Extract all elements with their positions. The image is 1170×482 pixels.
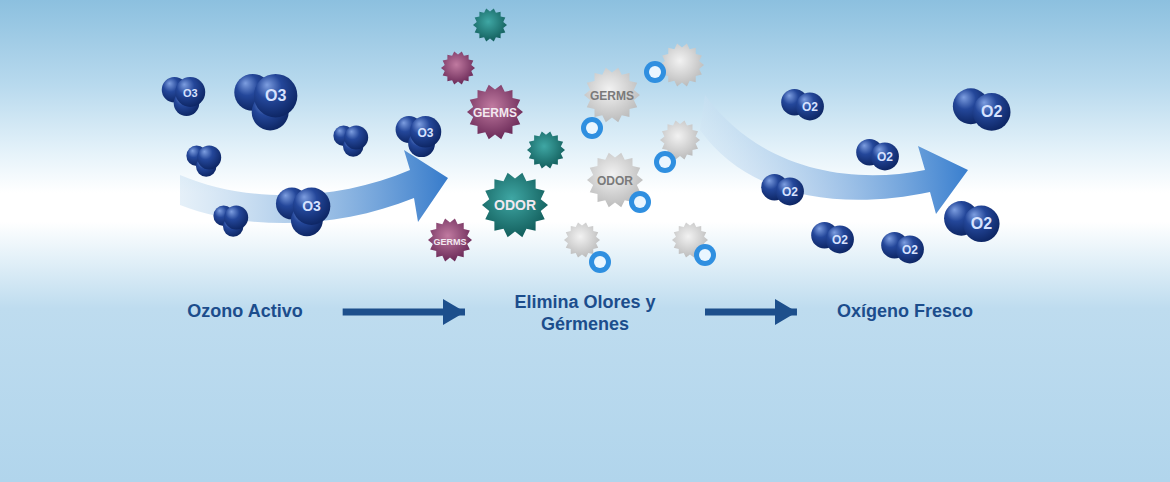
molecule-label: O2 — [832, 230, 848, 248]
molecule-label: GERMS — [433, 231, 466, 249]
germ-particle — [473, 8, 507, 41]
step-text: Elimina Olores y Gérmenes — [505, 291, 665, 335]
ozone-molecule — [333, 126, 368, 157]
molecule-label: O3 — [265, 87, 286, 105]
radical-core — [659, 156, 671, 168]
oxygen-atom — [776, 177, 804, 205]
molecule-text: ODOR — [494, 197, 536, 213]
ozone-molecule — [234, 74, 297, 131]
radical-ring — [644, 61, 666, 83]
oxygen-atom — [973, 93, 1011, 131]
molecule-label: O3 — [417, 123, 433, 141]
molecule-text: GERMS — [433, 237, 466, 247]
oxygen-atom — [871, 142, 899, 170]
molecule-text: O2 — [832, 233, 848, 247]
oxygen-atom — [796, 92, 824, 120]
molecule-text: O2 — [971, 215, 992, 232]
oxygen-molecule — [953, 88, 1011, 131]
oxygen-radical — [629, 191, 651, 213]
germ-particle — [441, 51, 475, 84]
oxygen-atom — [896, 235, 924, 263]
molecule-label: O2 — [802, 97, 818, 115]
molecule-text: O3 — [302, 198, 321, 214]
oxygen-molecule — [856, 139, 899, 171]
oxygen-radical — [581, 117, 603, 139]
step-label: Oxígeno Fresco — [797, 296, 1013, 326]
germ-particle — [584, 68, 640, 123]
germ-particle — [527, 131, 565, 168]
molecule-label: O2 — [971, 215, 992, 233]
oxygen-radical — [654, 151, 676, 173]
radical-ring — [629, 191, 651, 213]
molecule-label: ODOR — [494, 196, 536, 214]
molecule-text: O3 — [183, 87, 198, 99]
oxygen-molecule — [881, 232, 924, 264]
germ-particle — [564, 222, 600, 257]
germ-particle — [660, 44, 704, 87]
radical-core — [586, 122, 598, 134]
molecule-text: O3 — [417, 126, 433, 140]
molecule-label: GERMS — [590, 86, 634, 104]
radical-ring — [581, 117, 603, 139]
molecule-text: ODOR — [597, 174, 633, 188]
oxygen-molecule — [761, 174, 804, 206]
oxygen-radical — [644, 61, 666, 83]
molecule-text: O2 — [981, 103, 1002, 120]
ozone-molecule — [162, 77, 206, 116]
molecule-text: O3 — [265, 87, 286, 104]
molecule-label: ODOR — [597, 171, 633, 189]
radical-ring — [694, 244, 716, 266]
molecule-text: O2 — [902, 243, 918, 257]
oxygen-atom — [175, 77, 205, 107]
molecule-label: O2 — [981, 103, 1002, 121]
radical-core — [699, 249, 711, 261]
flow-arrow — [705, 309, 797, 316]
oxygen-molecule — [811, 222, 854, 254]
radical-core — [594, 256, 606, 268]
ozone-molecule — [213, 206, 248, 237]
molecule-label: O2 — [902, 240, 918, 258]
step-label: Elimina Olores y Gérmenes — [465, 287, 705, 339]
molecule-label: O3 — [183, 83, 198, 101]
radical-core — [634, 196, 646, 208]
molecule-label: GERMS — [473, 103, 517, 121]
germ-particle — [428, 219, 472, 262]
oxygen-atom — [410, 116, 442, 148]
step-text: Ozono Activo — [187, 300, 302, 322]
oxygen-radical — [694, 244, 716, 266]
germ-particle — [482, 173, 548, 237]
molecule-text: O2 — [802, 100, 818, 114]
radical-core — [649, 66, 661, 78]
oxygen-molecule — [944, 201, 1000, 242]
molecule-label: O2 — [782, 182, 798, 200]
oxygen-atom — [293, 188, 331, 226]
radical-ring — [654, 151, 676, 173]
ozone-molecule — [396, 116, 442, 157]
ozone-molecule — [276, 188, 330, 237]
step-label: Ozono Activo — [147, 296, 342, 326]
oxygen-atom — [344, 126, 368, 150]
oxygen-atom — [826, 225, 854, 253]
oxygen-molecule — [781, 89, 824, 121]
molecule-text: O2 — [782, 185, 798, 199]
molecule-text: O2 — [877, 150, 893, 164]
flow-arrow — [343, 309, 465, 316]
germ-particle — [467, 85, 523, 140]
molecule-label: O2 — [877, 147, 893, 165]
molecule-label: O3 — [302, 197, 321, 215]
oxygen-atom — [197, 146, 221, 170]
step-text: Oxígeno Fresco — [837, 300, 973, 322]
ozone-molecule — [186, 146, 221, 177]
oxygen-atom — [224, 206, 248, 230]
oxygen-atom — [254, 74, 298, 118]
radical-ring — [589, 251, 611, 273]
molecule-text: GERMS — [473, 106, 517, 120]
molecule-text: GERMS — [590, 89, 634, 103]
flow-arrow-right — [700, 95, 968, 214]
oxygen-atom — [963, 206, 999, 242]
oxygen-radical — [589, 251, 611, 273]
